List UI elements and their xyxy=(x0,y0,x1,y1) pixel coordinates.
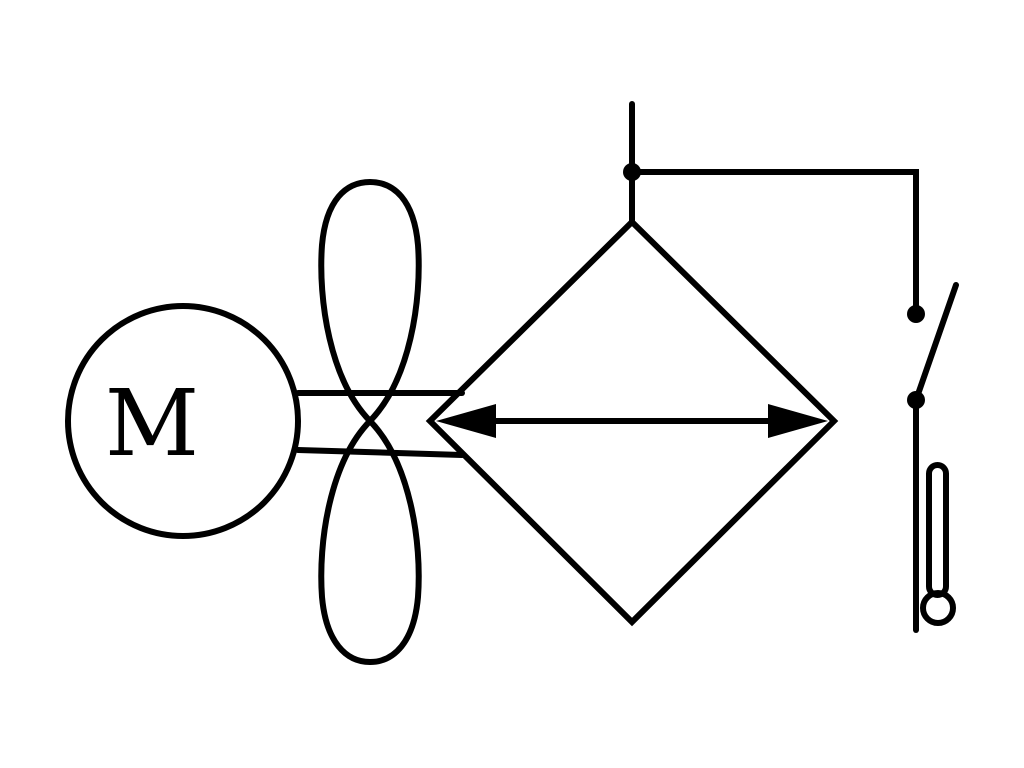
switch-contact-top xyxy=(907,305,925,323)
fan-blade-lower xyxy=(318,416,422,666)
thermometer-tube xyxy=(926,462,949,598)
supply-wiring xyxy=(623,101,919,315)
motor-symbol: M xyxy=(65,303,301,539)
fan-symbol xyxy=(318,178,422,666)
junction-dot xyxy=(623,163,641,181)
flow-arrowhead-left xyxy=(436,404,496,438)
thermometer-bulb xyxy=(920,590,956,626)
supply-wire-branch xyxy=(629,169,919,315)
switch-lever xyxy=(913,282,959,403)
flow-arrowhead-right xyxy=(768,404,828,438)
shaft-lower-line xyxy=(295,447,465,458)
motor-letter: M xyxy=(105,370,199,477)
switch-symbol xyxy=(907,282,959,633)
motor-circle xyxy=(65,303,301,539)
fan-blade-upper xyxy=(318,178,422,426)
thermometer-icon xyxy=(920,462,956,626)
heat-exchanger-symbol xyxy=(425,217,839,627)
heat-exchanger-diamond xyxy=(425,217,839,627)
motor-shaft xyxy=(295,390,465,458)
